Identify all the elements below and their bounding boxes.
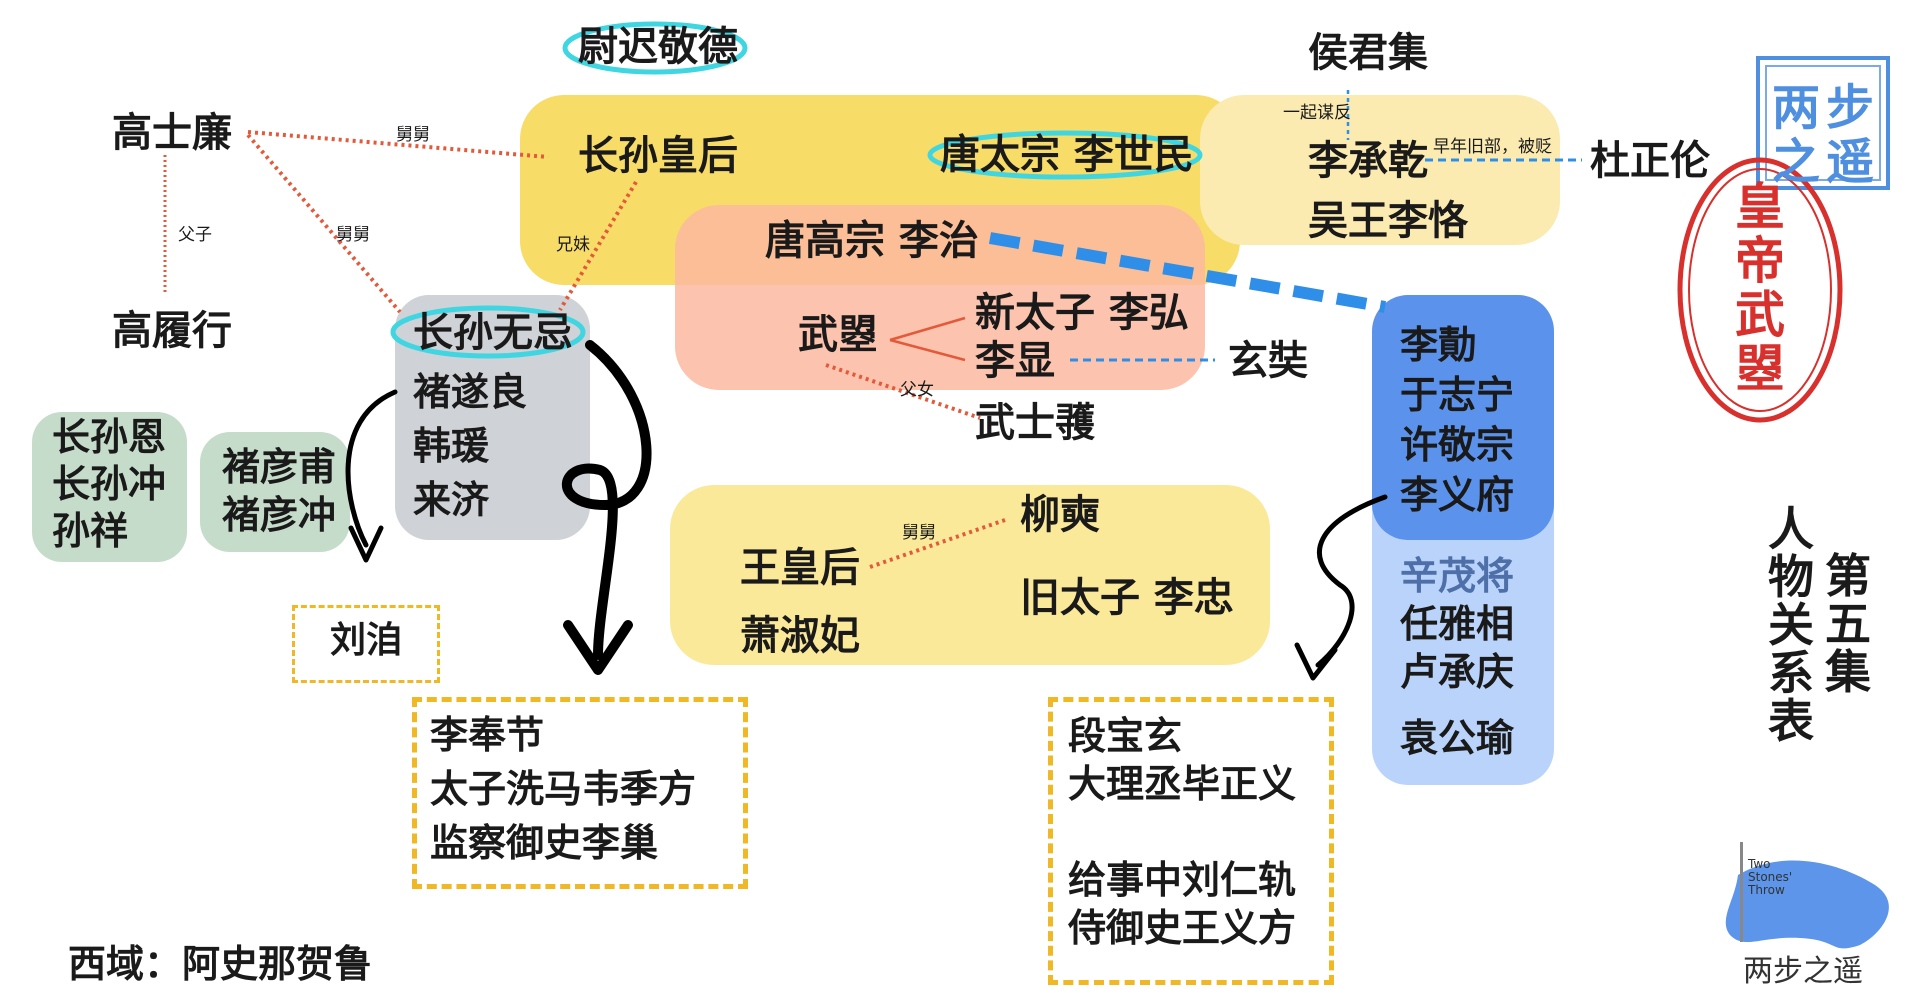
- line-wuzhao-to-shiyue: [825, 363, 981, 420]
- list-item: 褚彦冲: [222, 492, 337, 537]
- line-gaozong-to-liji: [988, 232, 1387, 313]
- list-item: 卢承庆: [1400, 649, 1515, 694]
- line-wuzhao-to-lixian: [889, 338, 966, 362]
- list-item: 褚遂良: [413, 369, 528, 414]
- name-liu-shi: 柳奭: [1020, 491, 1100, 538]
- brand-caption: 两步之遥: [1743, 954, 1863, 989]
- victims-left-box: [412, 697, 748, 889]
- list-item: 监察御史李巢: [430, 820, 659, 865]
- name-hou-junji: 侯君集: [1308, 29, 1428, 76]
- zhangsun-family-box: [32, 412, 187, 562]
- name-li-xian: 李显: [975, 337, 1055, 384]
- list-item: 于志宁: [1400, 372, 1515, 417]
- line-wang-to-liushi: [869, 518, 1006, 569]
- name-zhangsun-wuji: 长孙无忌: [413, 309, 573, 356]
- name-li-hong: 新太子 李弘: [975, 289, 1189, 336]
- seal-blue-frame: [1756, 56, 1890, 190]
- name-xuanzang: 玄奘: [1228, 337, 1308, 384]
- seal-red-oval: [1677, 157, 1843, 423]
- name-wuwang-lixie: 吴王李恪: [1308, 197, 1468, 244]
- list-item: 太子洗马韦季方: [430, 766, 697, 811]
- list-item: 袁公瑜: [1400, 715, 1515, 760]
- highlight-taizong: [927, 130, 1203, 180]
- list-item-faded: 辛茂将: [1400, 553, 1515, 598]
- rel-jiujiu-diag: 舅舅: [336, 225, 370, 245]
- name-gaozong: 唐高宗 李治: [765, 217, 979, 264]
- arrowhead-liuji: [348, 525, 384, 563]
- rel-xiongmei: 兄妹: [556, 235, 590, 255]
- rel-yiqi-moufan: 一起谋反: [1283, 103, 1351, 123]
- list-item: 韩瑗: [413, 423, 490, 468]
- page-subtitle: 第五集: [1825, 549, 1871, 699]
- wuji-allies-list: 褚遂良 韩瑗 来济: [413, 365, 527, 527]
- arrow-liyifu-to-victims: [1315, 494, 1388, 668]
- logo-blob: [1725, 860, 1889, 949]
- name-li-zhong: 旧太子 李忠: [1020, 574, 1234, 621]
- wu-party-light-list: 辛茂将 任雅相 卢承庆 袁公瑜: [1400, 552, 1514, 762]
- list-item: 大理丞毕正义: [1068, 761, 1297, 806]
- wuji-faction-box: [395, 295, 590, 540]
- wu-party-list: 李勣 于志宁 许敬宗 李义府: [1400, 320, 1514, 520]
- brand-logo-text: Two Stones' Throw: [1748, 857, 1793, 897]
- chu-family-list: 褚彦甫 褚彦冲: [222, 443, 336, 539]
- name-gao-lvxing: 高履行: [112, 307, 232, 354]
- list-item: 李奉节: [430, 712, 545, 757]
- liu-ji-box: [292, 605, 440, 683]
- highlight-wuji: [390, 305, 586, 359]
- list-item: 给事中刘仁轨: [1068, 857, 1297, 902]
- name-du-zhenglun: 杜正伦: [1590, 137, 1710, 184]
- arrowhead-victims-left: [563, 620, 633, 675]
- name-liu-ji: 刘洎: [330, 619, 403, 661]
- victims-left-list: 李奉节 太子洗马韦季方 监察御史李巢: [430, 708, 696, 870]
- name-wu-shiyue: 武士彟: [975, 399, 1095, 446]
- rel-fuzi-wu: 父女: [900, 380, 934, 400]
- line-gao-to-empress: [247, 130, 549, 159]
- list-item: 任雅相: [1400, 601, 1515, 646]
- victims-right-list: 段宝玄 大理丞毕正义 给事中刘仁轨 侍御史王义方: [1068, 712, 1296, 952]
- list-item: 侍御史王义方: [1068, 905, 1297, 950]
- seal-blue: 步 两 遥 之: [1771, 80, 1874, 190]
- line-wuzhao-to-lihong: [889, 316, 966, 342]
- name-xiyu: 西域：阿史那贺鲁: [68, 941, 373, 986]
- list-item: 李义府: [1400, 472, 1515, 517]
- list-item: 段宝玄: [1068, 713, 1183, 758]
- empress-wang-box: [670, 485, 1270, 665]
- name-taizong: 唐太宗 李世民: [940, 131, 1194, 178]
- arrow-wuji-to-victims: [561, 340, 652, 660]
- name-xiao-shufei: 萧淑妃: [740, 612, 860, 659]
- arrowhead-victims-right: [1294, 642, 1338, 681]
- list-item: 长孙冲: [52, 461, 167, 506]
- name-yuchi-jingde: 尉迟敬德: [578, 23, 738, 70]
- list-item: 褚彦甫: [222, 444, 337, 489]
- name-empress-zhangsun: 长孙皇后: [578, 132, 738, 179]
- name-wuzhao: 武曌: [798, 311, 878, 358]
- wu-party-box: [1372, 295, 1554, 540]
- rel-zaonian-jiubu: 早年旧部，被贬: [1433, 137, 1552, 157]
- page-title: 人物关系表: [1768, 502, 1814, 748]
- rel-fuzi: 父子: [178, 225, 212, 245]
- arrow-chu-to-liuji: [345, 389, 398, 548]
- name-li-chengqian: 李承乾: [1308, 137, 1428, 184]
- rel-jiujiu-wang: 舅舅: [902, 523, 936, 543]
- list-item: 李勣: [1400, 322, 1477, 367]
- crown-prince-box: [1200, 95, 1560, 245]
- chu-family-box: [200, 432, 350, 552]
- list-item: 来济: [413, 477, 490, 522]
- rel-jiujiu-top: 舅舅: [396, 125, 430, 145]
- seal-red: 皇 帝 武 曌: [1735, 177, 1785, 398]
- zhangsun-family-list: 长孙恩 长孙冲 孙祥: [52, 413, 166, 554]
- highlight-yuchi: [562, 21, 748, 75]
- name-empress-wang: 王皇后: [740, 544, 860, 591]
- line-gao-to-wuji: [246, 133, 402, 314]
- list-item: 孙祥: [52, 508, 129, 553]
- list-item: 长孙恩: [52, 414, 167, 459]
- logo-frame-left: [1740, 842, 1743, 942]
- victims-right-box: [1048, 697, 1334, 985]
- list-item: 许敬宗: [1400, 422, 1515, 467]
- name-gao-shilian: 高士廉: [112, 109, 232, 156]
